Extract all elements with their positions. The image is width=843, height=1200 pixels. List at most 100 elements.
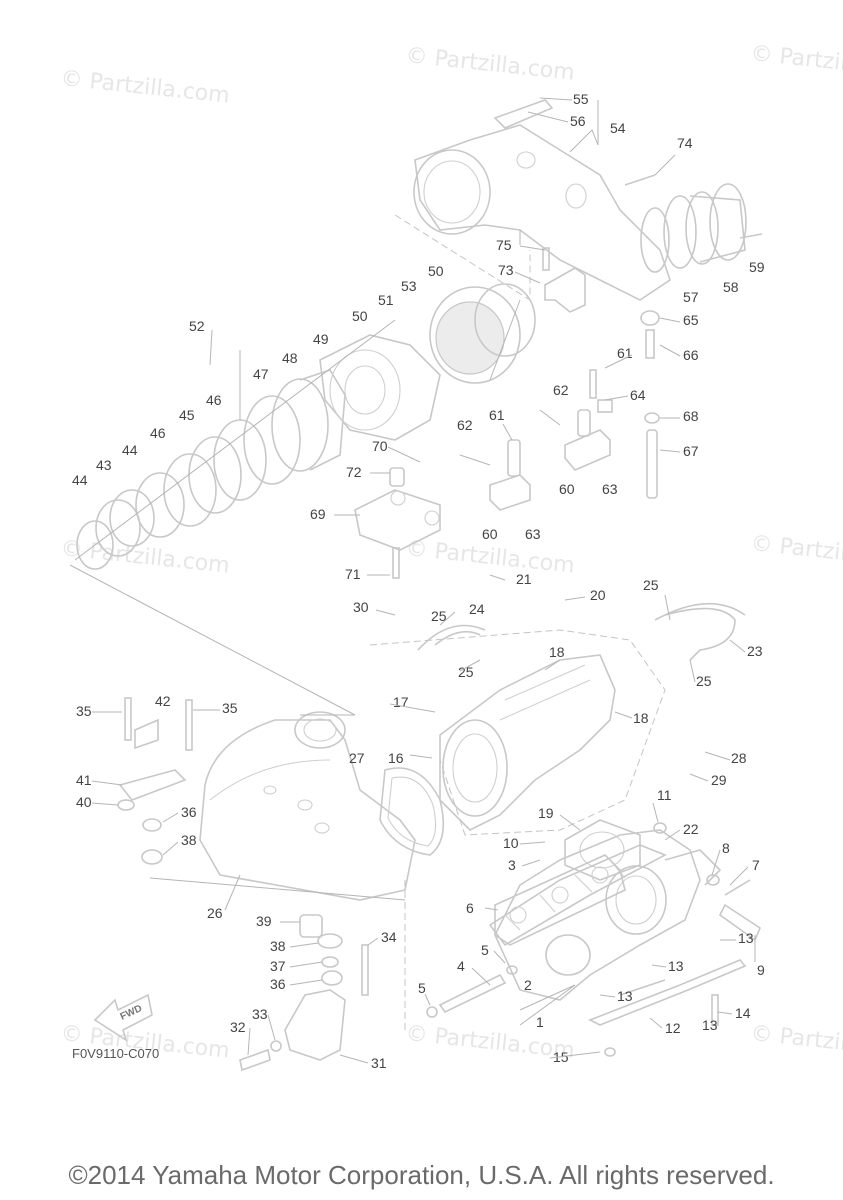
- mount-blocks-60: [489, 369, 613, 511]
- watermark: © Partzilla.com: [59, 536, 230, 579]
- exhaust-pipe-17: [369, 629, 666, 836]
- exhaust-chamber-49: [319, 334, 441, 441]
- callout-52: 52: [189, 318, 205, 334]
- callout-53: 53: [401, 278, 417, 294]
- rear-coupler-assembly: [624, 174, 763, 273]
- callout-2: 2: [524, 977, 532, 993]
- watermark: © Partzilla.com: [404, 43, 575, 86]
- callout-34: 34: [381, 929, 397, 945]
- callout-1: 1: [536, 1014, 544, 1030]
- studs-right: [640, 310, 660, 499]
- callout-leaders: [91, 97, 756, 1064]
- watermark: © Partzilla.com: [404, 536, 575, 579]
- callout-72: 72: [346, 464, 362, 480]
- callout-33: 33: [252, 1006, 268, 1022]
- callout-labels: 1 2 3 4 5 5 6 7 8 9 10 11 12 13 13 13 13…: [72, 91, 765, 1071]
- callout-25d: 25: [696, 673, 712, 689]
- callout-63b: 63: [602, 481, 618, 497]
- callout-41: 41: [76, 772, 92, 788]
- callout-3: 3: [508, 857, 516, 873]
- callout-32: 32: [230, 1019, 246, 1035]
- mount-stack-center: [239, 914, 369, 1072]
- callout-22: 22: [683, 821, 699, 837]
- callout-67: 67: [683, 443, 699, 459]
- callout-62: 62: [457, 417, 473, 433]
- callout-20: 20: [590, 587, 606, 603]
- watermark: © Partzilla.com: [749, 41, 843, 84]
- callout-27: 27: [349, 750, 365, 766]
- callout-7: 7: [752, 857, 760, 873]
- callout-44: 44: [72, 472, 88, 488]
- callout-56: 56: [570, 113, 586, 129]
- watermark: © Partzilla.com: [749, 531, 843, 574]
- callout-38: 38: [181, 832, 197, 848]
- bracket-73: [542, 247, 586, 313]
- callout-57: 57: [683, 289, 699, 305]
- callout-35b: 35: [222, 700, 238, 716]
- callout-40: 40: [76, 794, 92, 810]
- callout-18: 18: [549, 644, 565, 660]
- callout-18b: 18: [633, 710, 649, 726]
- callout-16: 16: [388, 750, 404, 766]
- copyright-notice: ©2014 Yamaha Motor Corporation, U.S.A. A…: [68, 1160, 775, 1190]
- callout-10: 10: [503, 835, 519, 851]
- callout-50: 50: [352, 308, 368, 324]
- callout-50b: 50: [428, 263, 444, 279]
- callout-62b: 62: [553, 382, 569, 398]
- callout-54: 54: [610, 120, 626, 136]
- callout-51: 51: [378, 292, 394, 308]
- callout-63: 63: [525, 526, 541, 542]
- callout-17: 17: [393, 694, 409, 710]
- callout-46: 46: [150, 425, 166, 441]
- callout-30: 30: [353, 599, 369, 615]
- callout-26: 26: [207, 905, 223, 921]
- callout-45: 45: [179, 407, 195, 423]
- fwd-label: FWD: [119, 1003, 144, 1023]
- callout-35: 35: [76, 703, 92, 719]
- exhaust-manifold: [488, 829, 722, 1001]
- watermark: © Partzilla.com: [59, 66, 230, 109]
- callout-24: 24: [469, 601, 485, 617]
- callout-29: 29: [711, 772, 727, 788]
- callout-31: 31: [371, 1055, 387, 1071]
- callout-5b: 5: [418, 980, 426, 996]
- callout-6: 6: [466, 900, 474, 916]
- callout-23: 23: [747, 643, 763, 659]
- callout-74: 74: [677, 135, 693, 151]
- hoses-23-24: [417, 602, 746, 661]
- callout-48: 48: [282, 350, 298, 366]
- callout-13d: 13: [702, 1017, 718, 1033]
- watermark: © Partzilla.com: [749, 1021, 843, 1064]
- callout-59: 59: [749, 259, 765, 275]
- callout-70: 70: [372, 438, 388, 454]
- callout-61: 61: [489, 407, 505, 423]
- mount-bracket-69: [354, 467, 441, 579]
- callout-64: 64: [630, 387, 646, 403]
- gasket-27: [379, 767, 445, 856]
- callout-9: 9: [757, 962, 765, 978]
- callout-13c: 13: [617, 988, 633, 1004]
- callout-36b: 36: [270, 976, 286, 992]
- gasket-19: [564, 819, 641, 881]
- callout-13: 13: [738, 930, 754, 946]
- callout-25c: 25: [458, 664, 474, 680]
- flame-arrestor-53: [429, 283, 536, 384]
- watermark: © Partzilla.com: [404, 1021, 575, 1064]
- callout-44b: 44: [122, 442, 138, 458]
- callout-36: 36: [181, 804, 197, 820]
- callout-65: 65: [683, 312, 699, 328]
- callout-60b: 60: [559, 481, 575, 497]
- callout-43: 43: [96, 457, 112, 473]
- diagram-code: F0V9110-C070: [72, 1046, 159, 1061]
- callout-71: 71: [345, 566, 361, 582]
- callout-39: 39: [256, 913, 272, 929]
- callout-46b: 46: [206, 392, 222, 408]
- bracket-stack-left: [117, 697, 193, 865]
- callout-73: 73: [498, 262, 514, 278]
- callout-21: 21: [516, 571, 532, 587]
- muffler-housing: [394, 99, 671, 301]
- callout-25b: 25: [431, 608, 447, 624]
- water-lock-26: [199, 711, 416, 901]
- callout-11: 11: [657, 787, 672, 803]
- callout-55: 55: [573, 91, 589, 107]
